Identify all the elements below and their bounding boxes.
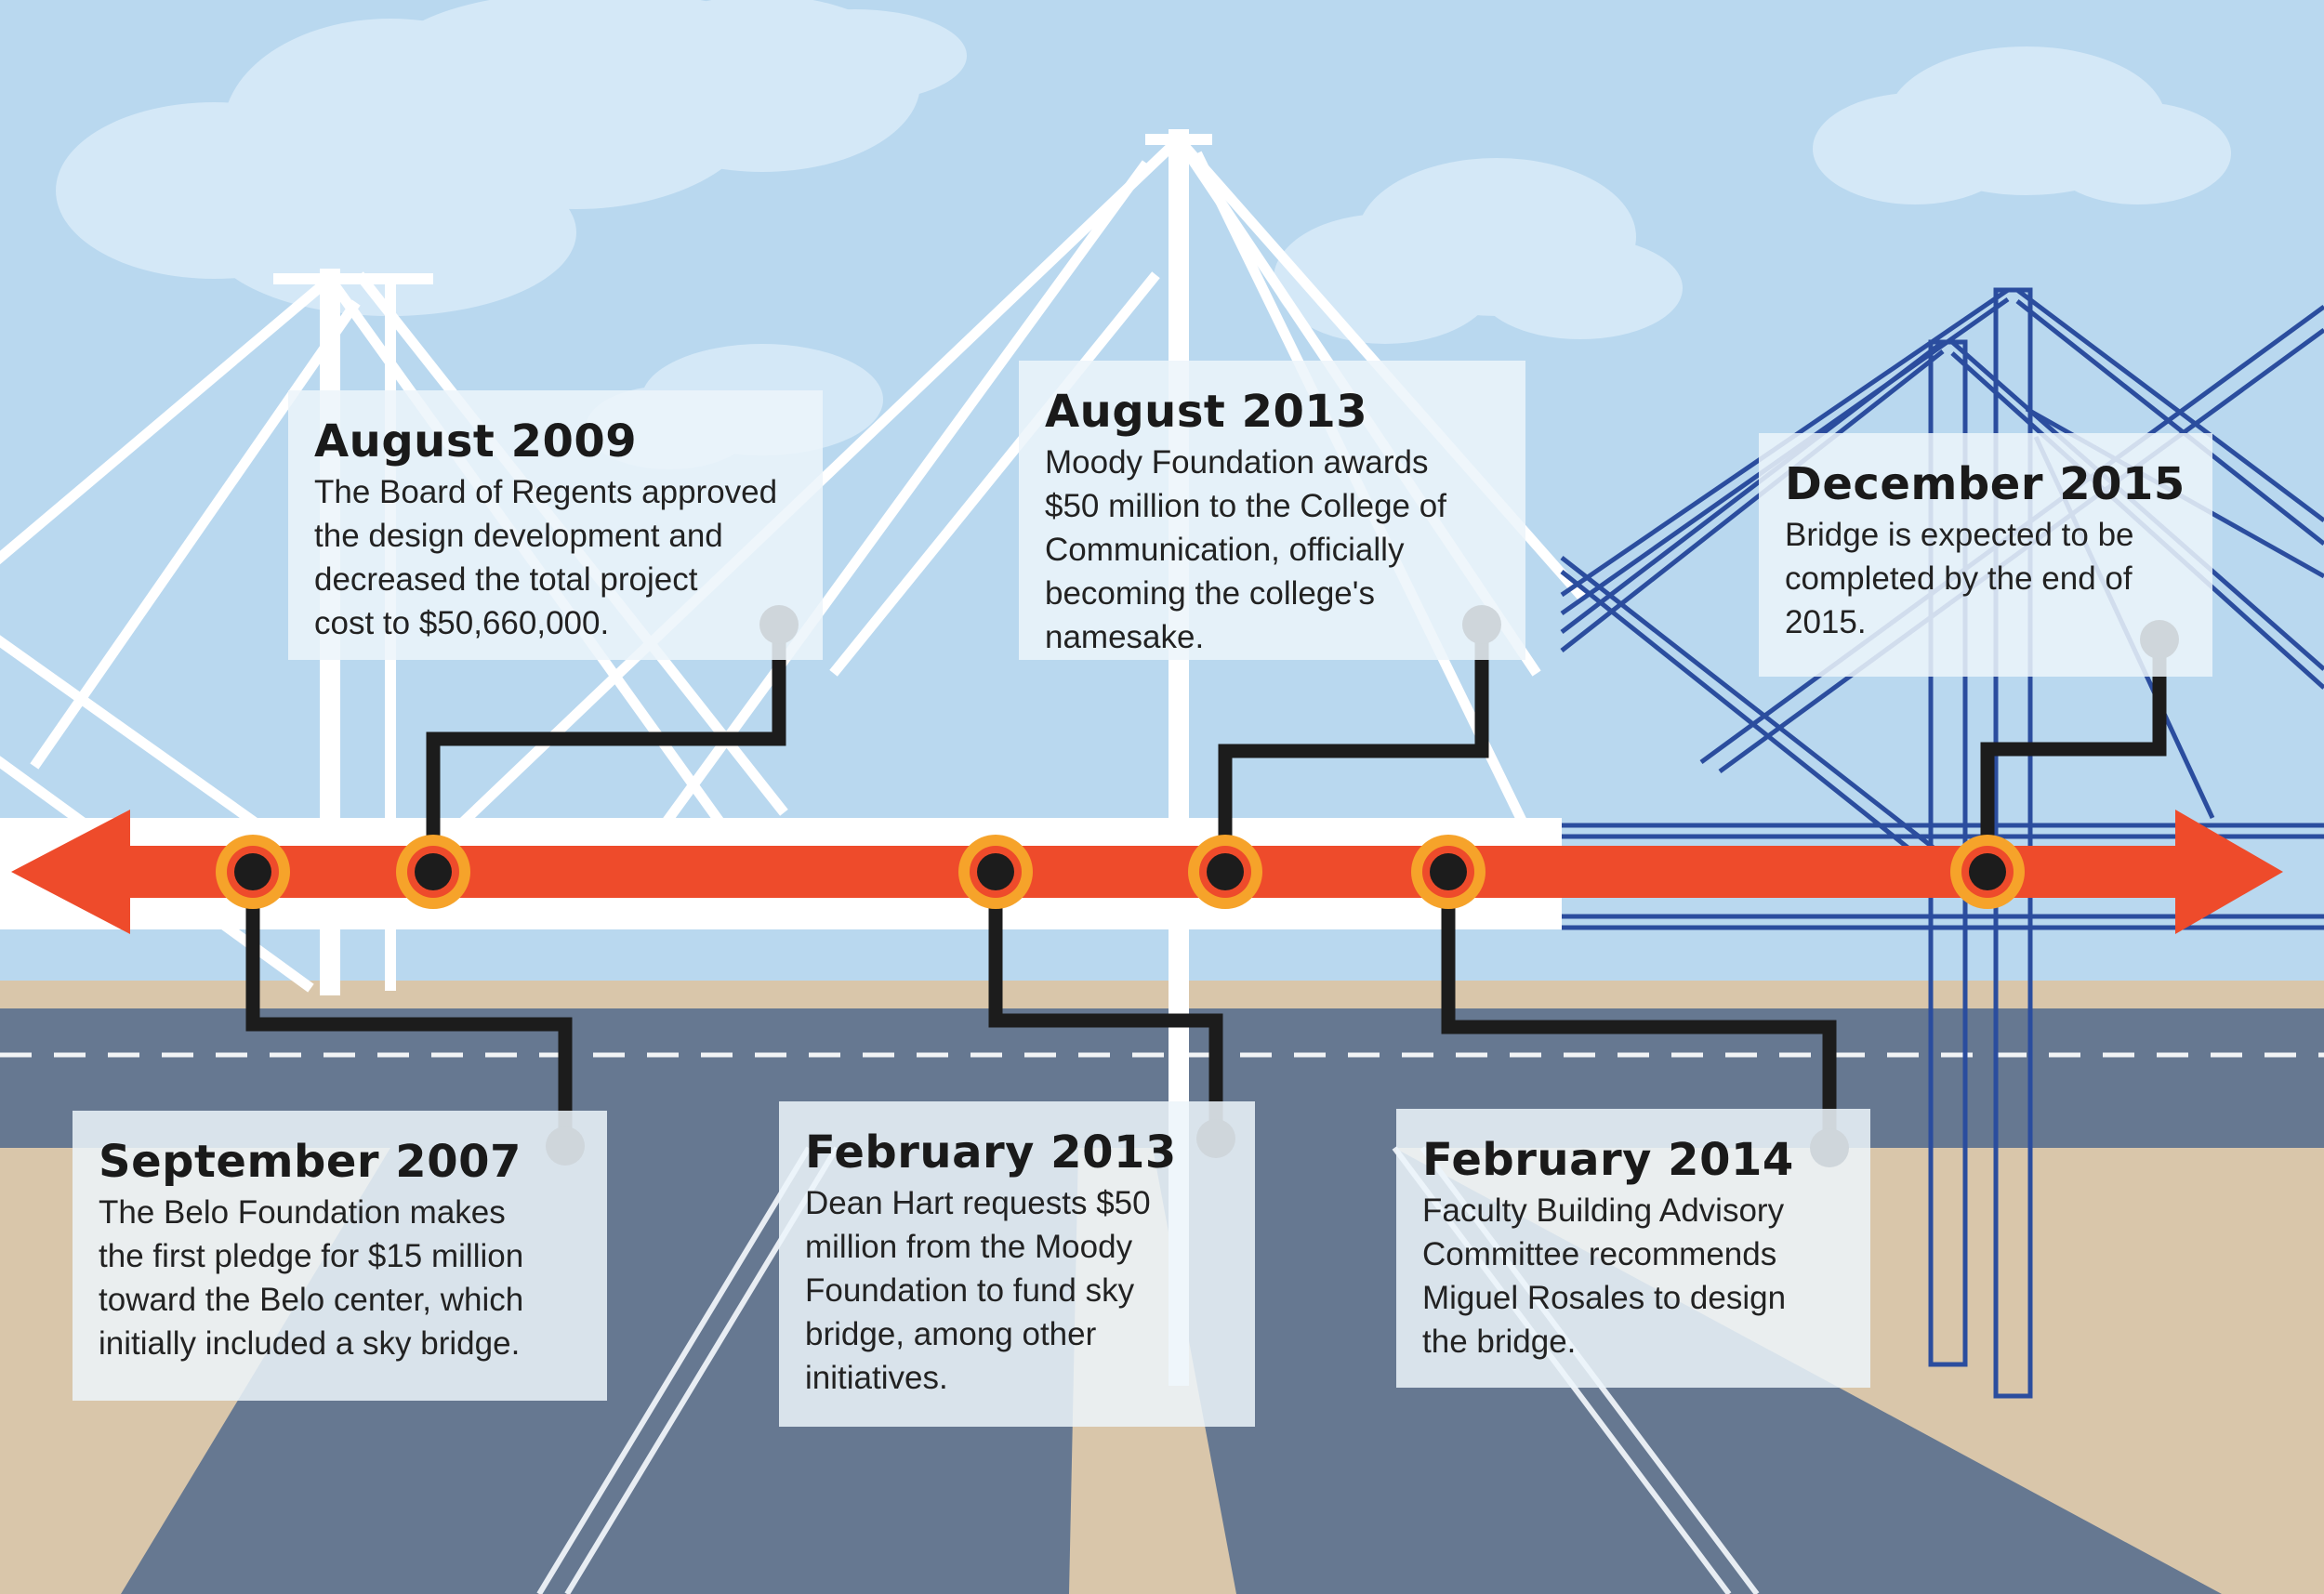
event-description: Faculty Building Advisory Committee reco… — [1422, 1192, 1787, 1360]
sidewalk-strip — [0, 981, 2324, 1013]
event-description: Moody Foundation awards $50 million to t… — [1045, 444, 1446, 655]
cloud — [56, 0, 967, 316]
timeline-arrow — [11, 810, 2283, 934]
connector-february-2013 — [988, 872, 1223, 1139]
event-card-august-2013: August 2013 Moody Foundation awards $50 … — [1019, 361, 1525, 660]
event-card-february-2013: February 2013 Dean Hart requests $50 mil… — [779, 1101, 1255, 1427]
connector-august-2009 — [426, 625, 786, 872]
event-description: Dean Hart requests $50 million from the … — [805, 1185, 1151, 1396]
cloud — [1813, 46, 2231, 204]
connectors — [245, 625, 2167, 1148]
connector-august-2013 — [1218, 625, 1489, 872]
connector-september-2007 — [245, 872, 573, 1146]
event-description: Bridge is expected to be completed by th… — [1785, 517, 2134, 640]
timeline-markers — [216, 835, 2025, 909]
marker-august-2009 — [396, 835, 470, 909]
event-date: February 2013 — [805, 1126, 1177, 1179]
event-date: February 2014 — [1422, 1134, 1794, 1186]
marker-august-2013 — [1188, 835, 1262, 909]
event-description: The Board of Regents approved the design… — [314, 474, 778, 641]
event-card-september-2007: September 2007 The Belo Foundation makes… — [73, 1111, 607, 1401]
connector-february-2014 — [1441, 872, 1837, 1148]
marker-september-2007 — [216, 835, 290, 909]
event-card-december-2015: December 2015 Bridge is expected to be c… — [1759, 433, 2212, 677]
event-date: August 2009 — [314, 415, 638, 468]
marker-february-2013 — [958, 835, 1033, 909]
event-description: The Belo Foundation makes the first pled… — [99, 1194, 524, 1362]
event-date: September 2007 — [99, 1136, 522, 1188]
marker-february-2014 — [1411, 835, 1486, 909]
event-date: December 2015 — [1785, 458, 2185, 510]
connector-december-2015 — [1980, 639, 2167, 872]
event-card-february-2014: February 2014 Faculty Building Advisory … — [1396, 1109, 1870, 1388]
marker-december-2015 — [1950, 835, 2025, 909]
event-date: August 2013 — [1045, 386, 1368, 438]
event-card-august-2009: August 2009 The Board of Regents approve… — [288, 390, 823, 660]
